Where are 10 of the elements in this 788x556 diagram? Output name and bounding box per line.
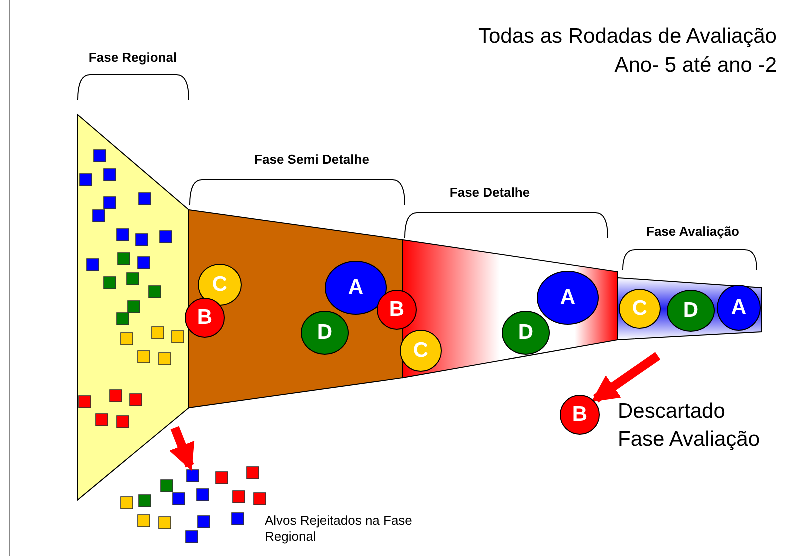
phase-heading: Fase Detalhe — [450, 185, 530, 200]
phase-heading: Fase Regional — [88, 50, 178, 65]
target-circle: B — [560, 395, 600, 435]
arrow — [592, 352, 661, 403]
arrow — [170, 426, 195, 472]
title: Todas as Rodadas de Avaliação Ano- 5 até ano -2 — [478, 24, 777, 79]
phase-heading: Fase Avaliação — [646, 224, 740, 239]
status-note: Descartado Fase Avaliação — [618, 399, 762, 453]
phase-heading: Fase Semi Detalhe — [254, 152, 370, 167]
node-label: Alvos Rejeitados na Fase Regional — [265, 513, 414, 545]
